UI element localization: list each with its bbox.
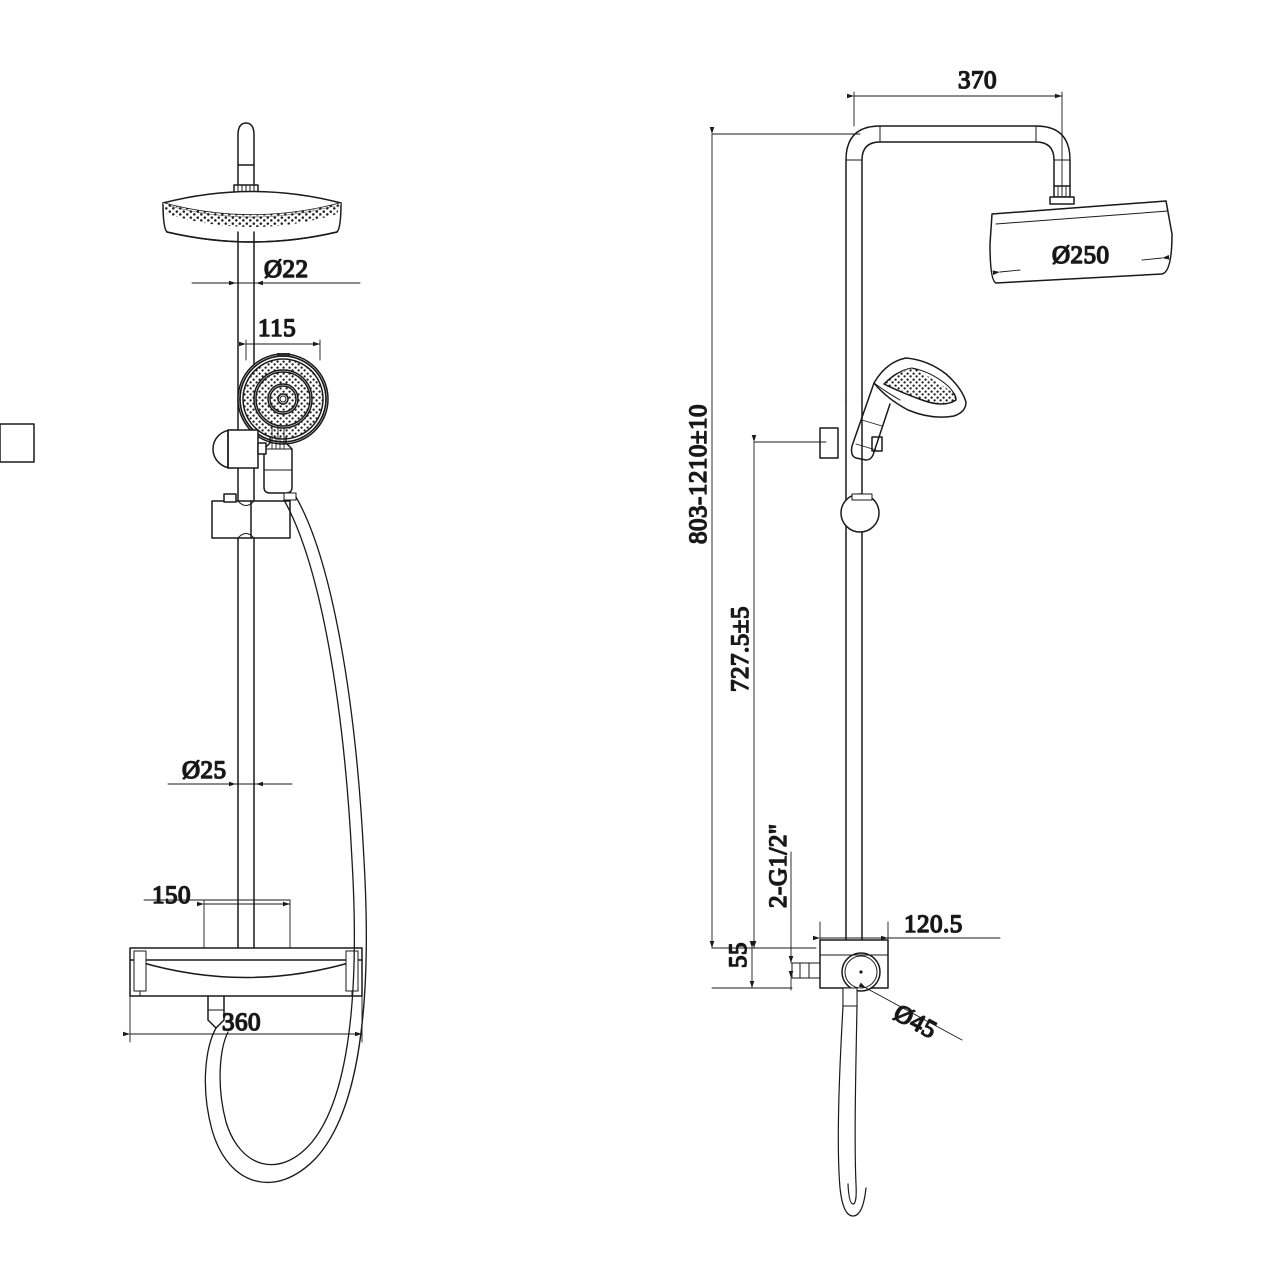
dim-label-150: 150: [152, 882, 191, 909]
dimension-slider-height: 727.5±5: [726, 434, 827, 949]
dimension-120-5: 120.5: [812, 910, 1001, 941]
dim-label-dia45: Ø45: [889, 999, 941, 1044]
shower-hose-side: [837, 987, 867, 1217]
handheld-handle: [263, 425, 293, 494]
rain-shower-head: [162, 190, 342, 243]
dim-label-dia22: Ø22: [264, 256, 309, 283]
dim-label-115: 115: [258, 315, 296, 342]
dim-label-inlet-thread: 2-G1/2": [765, 823, 792, 908]
hose-outlet-stub: [207, 995, 225, 1029]
slider-bracket: [211, 493, 291, 539]
dimension-150: 150: [143, 881, 291, 949]
dim-label-slider-height: 727.5±5: [727, 606, 754, 692]
dim-label-55: 55: [725, 942, 752, 968]
gooseneck-arm: [845, 125, 1071, 401]
thermostatic-mixer-bar: [129, 947, 363, 997]
dim-label-dia25: Ø25: [182, 757, 227, 784]
shower-hose: [204, 496, 367, 1184]
riser-top-stub: [237, 122, 255, 186]
riser-pipe-lower: [237, 537, 255, 949]
hose-coupling-front: [283, 492, 297, 501]
dim-label-dia250: Ø250: [1052, 242, 1110, 269]
rain-shower-head-side: Ø250: [989, 200, 1173, 284]
dimension-dia-25: Ø25: [167, 756, 293, 787]
dimension-dia-22: Ø22: [191, 255, 361, 286]
dim-label-370: 370: [958, 67, 997, 94]
dimension-inlet-thread: 2-G1/2": [764, 823, 794, 991]
handheld-shower-head-side: [873, 357, 967, 418]
dimension-370: 370: [846, 66, 1063, 191]
dimension-55: 55: [711, 940, 793, 989]
slider-bracket-side: [0, 423, 883, 463]
dimension-overall-height: 803-1210±10: [684, 126, 861, 949]
dimension-115: 115: [238, 314, 321, 361]
side-elevation-view: Ø250: [0, 66, 1173, 1217]
riser-pipe-side: [845, 399, 863, 949]
handheld-handle-side: [840, 382, 891, 533]
dim-label-360: 360: [222, 1009, 261, 1036]
dim-label-120-5: 120.5: [904, 911, 963, 938]
handheld-holder-bracket: [212, 429, 267, 469]
dimension-dia-45: Ø45: [858, 982, 963, 1045]
handheld-shower-head: [237, 353, 329, 445]
thermostatic-mixer-body-side: [791, 939, 889, 992]
dim-label-overall-height: 803-1210±10: [685, 404, 712, 544]
dimension-360: 360: [122, 995, 363, 1043]
front-elevation-view: Ø22 115 Ø25 150: [122, 122, 367, 1184]
